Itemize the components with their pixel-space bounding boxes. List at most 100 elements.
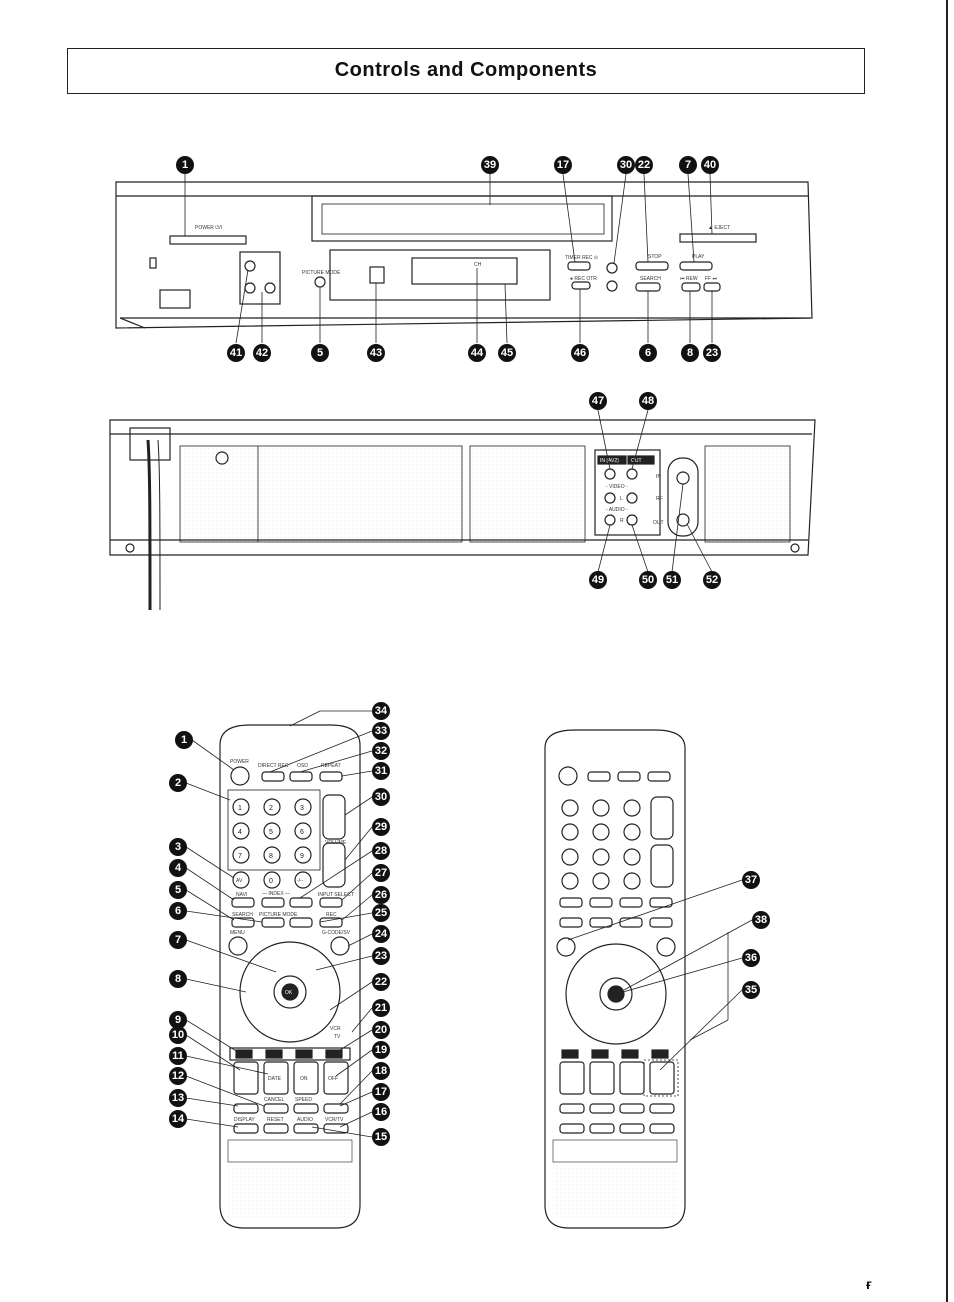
- callout-front-7: 7: [685, 159, 691, 171]
- page-edge-rule: [946, 0, 948, 1302]
- rl-index-label: — INDEX —: [262, 891, 290, 897]
- rl-key-7: 7: [238, 853, 242, 860]
- callout-rl-33: 33: [375, 725, 387, 737]
- rear-panel-drawing: [109, 419, 816, 611]
- front-leader-lines: [184, 173, 713, 344]
- front-rew-label: ⏮ REW: [680, 276, 698, 282]
- rear-rf-label: RF: [656, 496, 663, 502]
- front-ch-label: CH: [474, 262, 482, 268]
- callout-rr-36: 36: [745, 952, 757, 964]
- remote-right-callouts: 37 38 36 35: [742, 871, 770, 999]
- remote-right-drawing: [544, 729, 686, 1229]
- callout-rl-17: 17: [375, 1086, 387, 1098]
- rl-key-9: 9: [300, 853, 304, 860]
- callout-front-30: 30: [620, 159, 632, 171]
- rl-vcr-tv-label: VCR/TV: [325, 1117, 344, 1123]
- callout-rear-47: 47: [592, 395, 604, 407]
- callout-rear-50: 50: [642, 574, 654, 586]
- callout-front-46: 46: [574, 347, 586, 359]
- rl-key-av: AV: [236, 878, 243, 884]
- callout-rl-5: 5: [175, 884, 181, 896]
- rl-vcr-label: VCR: [330, 1026, 341, 1032]
- rl-date-label: DATE: [268, 1076, 282, 1082]
- rear-video-label: - VIDEO -: [606, 484, 628, 490]
- callout-rr-38: 38: [755, 914, 767, 926]
- callout-front-5: 5: [317, 347, 323, 359]
- callout-rr-35: 35: [745, 984, 757, 996]
- rl-cancel-label: CANCEL: [264, 1097, 285, 1103]
- rear-in-av2-label: IN (AV2): [600, 458, 619, 464]
- callout-rl-12: 12: [172, 1070, 184, 1082]
- callout-rl-22: 22: [375, 976, 387, 988]
- front-picture-mode-label: PICTURE MODE: [302, 270, 341, 276]
- rl-tv-label: TV: [334, 1034, 341, 1040]
- rl-power-label: POWER: [230, 759, 249, 765]
- callout-rl-8: 8: [175, 973, 181, 985]
- front-callouts-bottom: 41 42 5 43 44 45 46 6 8 23: [227, 344, 721, 362]
- rl-input-select-label: INPUT SELECT: [318, 892, 354, 898]
- rl-key-4: 4: [238, 829, 242, 836]
- callout-rl-19: 19: [375, 1044, 387, 1056]
- callout-rl-10: 10: [172, 1029, 184, 1041]
- rear-r-label: R: [620, 518, 624, 524]
- rear-out-label: OUT: [631, 458, 642, 464]
- rl-audio-label: AUDIO: [297, 1117, 313, 1123]
- callout-rl-9: 9: [175, 1014, 181, 1026]
- front-panel-drawing: [115, 181, 813, 329]
- callout-rl-23: 23: [375, 950, 387, 962]
- rl-key-3: 3: [300, 805, 304, 812]
- rl-ok-label: OK: [285, 990, 293, 996]
- front-stop-label: STOP: [648, 254, 662, 260]
- callout-front-17: 17: [557, 159, 569, 171]
- callout-rl-4: 4: [175, 862, 182, 874]
- rl-key-8: 8: [269, 853, 273, 860]
- front-timer-label: TIMER REC ⊙: [565, 255, 598, 261]
- rl-rec-label: REC: [326, 912, 337, 918]
- rl-navi-label: NAVI: [236, 892, 247, 898]
- rl-key-6: 6: [300, 829, 304, 836]
- rl-g-code-label: G-CODE/SV: [322, 930, 351, 936]
- callout-rl-14: 14: [172, 1113, 185, 1125]
- rl-volume-label: VOLUME: [325, 840, 347, 846]
- rl-key-5: 5: [269, 829, 273, 836]
- front-rec-otr-label: ● REC OTR: [570, 276, 597, 282]
- rear-callouts: 47 48 49 50 51 52: [589, 392, 721, 589]
- remote-left-labels: POWER DIRECT REC OSD REPEAT 1 2 3 4 5 6 …: [230, 759, 354, 1123]
- callout-rr-37: 37: [745, 874, 757, 886]
- rl-picture-mode-label: PICTURE MODE: [259, 912, 298, 918]
- callout-rl-31: 31: [375, 765, 387, 777]
- callout-rl-18: 18: [375, 1065, 387, 1077]
- callout-rear-51: 51: [666, 574, 678, 586]
- rear-in-label: IN: [656, 474, 661, 480]
- rl-display-label: DISPLAY: [234, 1117, 255, 1123]
- callout-rl-20: 20: [375, 1024, 387, 1036]
- callout-rl-21: 21: [375, 1002, 387, 1014]
- callout-rear-52: 52: [706, 574, 718, 586]
- remote-right-leaders: [567, 879, 753, 1071]
- callout-rl-15: 15: [375, 1131, 387, 1143]
- callout-rear-48: 48: [642, 395, 654, 407]
- rear-out2-label: OUT: [653, 520, 664, 526]
- front-callouts-top: 1 39 17 30 22 7 40: [176, 156, 719, 174]
- callout-rl-11: 11: [172, 1050, 184, 1062]
- callout-front-45: 45: [501, 347, 513, 359]
- callout-front-23: 23: [706, 347, 718, 359]
- rl-key-0: 0: [269, 878, 273, 885]
- callout-rl-6: 6: [175, 905, 181, 917]
- callout-rl-3: 3: [175, 841, 181, 853]
- callout-rl-28: 28: [375, 845, 387, 857]
- callout-rl-7: 7: [175, 934, 181, 946]
- callout-rl-32: 32: [375, 745, 387, 757]
- callout-front-39: 39: [484, 159, 496, 171]
- rl-menu-label: MENU: [230, 930, 245, 936]
- callout-rl-1: 1: [181, 734, 187, 746]
- rear-leader-lines: [597, 409, 713, 573]
- title-box: Controls and Components: [67, 48, 865, 94]
- callout-rl-30: 30: [375, 791, 387, 803]
- callout-front-42: 42: [256, 347, 268, 359]
- rl-reset-label: RESET: [267, 1117, 284, 1123]
- remote-left-drawing: [219, 724, 361, 1229]
- callout-front-40: 40: [704, 159, 716, 171]
- rl-speed-label: SPEED: [295, 1097, 312, 1103]
- callout-rl-13: 13: [172, 1092, 184, 1104]
